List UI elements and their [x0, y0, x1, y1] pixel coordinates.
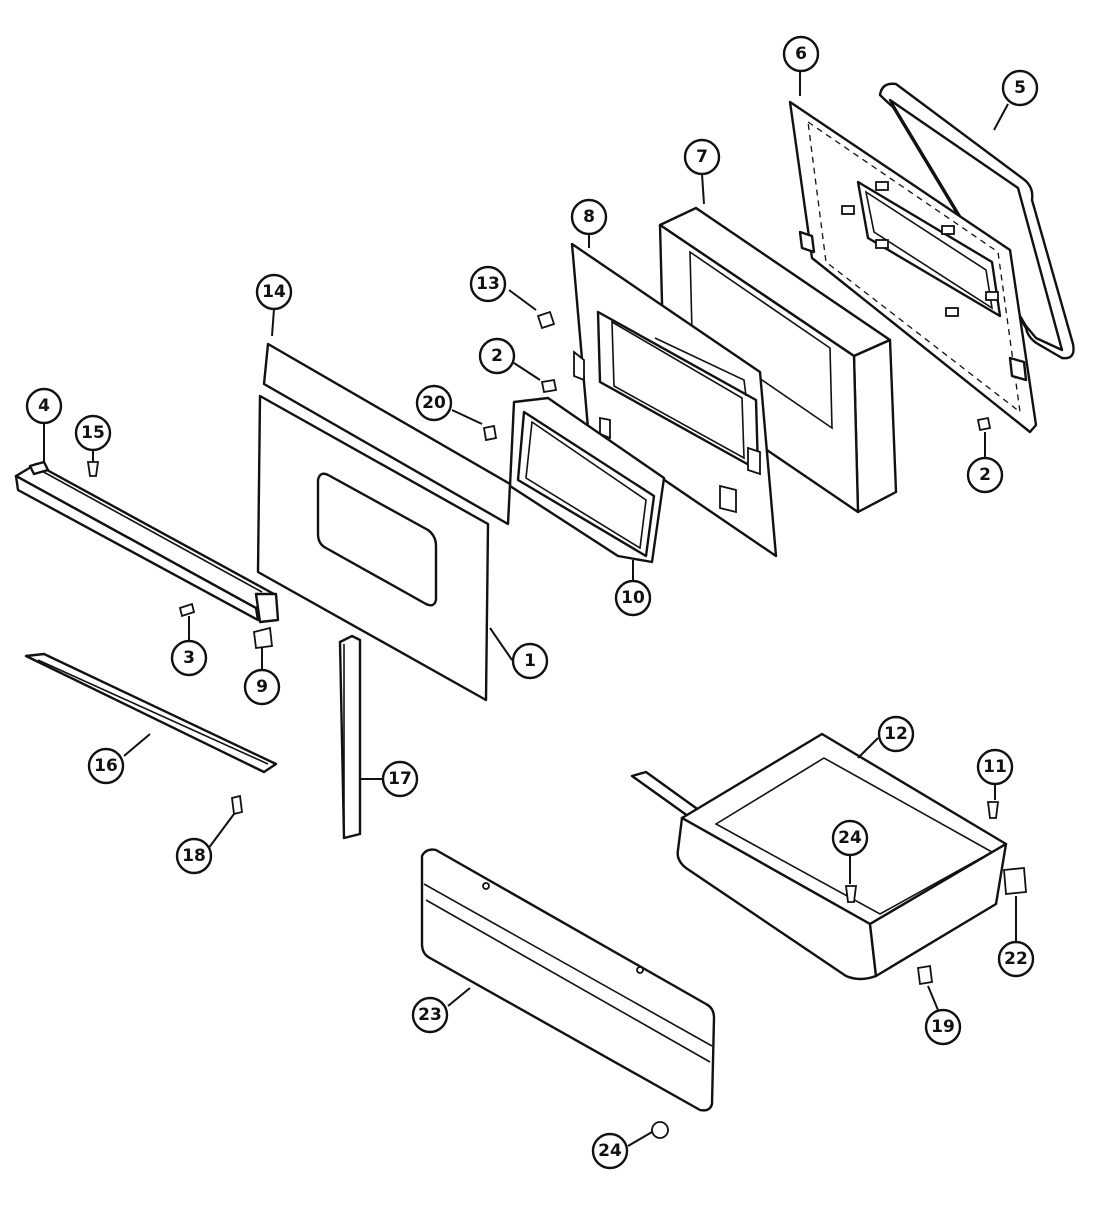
part-22-part: [1003, 867, 1027, 895]
svg-text:7: 7: [696, 147, 708, 167]
clip-20-part: [482, 424, 498, 442]
svg-text:19: 19: [931, 1017, 955, 1037]
screw-3-part: [178, 602, 196, 618]
drawer-front: [420, 848, 716, 1112]
callout-5: 5: [1001, 69, 1039, 107]
svg-text:15: 15: [81, 423, 105, 443]
callout-6: 6: [782, 35, 820, 73]
part-18-part: [231, 794, 243, 816]
svg-text:2: 2: [491, 346, 503, 366]
door-top-trim: [262, 342, 512, 526]
svg-text:6: 6: [795, 44, 807, 64]
clip-13-part: [536, 310, 556, 330]
callout-20: 20: [415, 384, 453, 422]
spacer-2-right-part: [976, 416, 992, 432]
svg-text:1: 1: [524, 651, 536, 671]
svg-text:5: 5: [1014, 78, 1026, 98]
callout-2-right: 2: [966, 456, 1004, 494]
screw-11-part: [986, 801, 1000, 819]
drawer-pan: [630, 732, 1008, 981]
door-insulation: [658, 206, 898, 514]
svg-text:9: 9: [256, 677, 268, 697]
callout-9: 9: [243, 668, 281, 706]
svg-text:24: 24: [838, 828, 862, 848]
callouts: 1 2 2 3 4 5 6 7: [25, 35, 1039, 1170]
callout-11: 11: [976, 748, 1014, 786]
callout-17: 17: [381, 760, 419, 798]
svg-text:4: 4: [38, 396, 50, 416]
callout-13: 13: [469, 265, 507, 303]
handle-bracket: [14, 460, 280, 624]
callout-22: 22: [997, 940, 1035, 978]
callout-2-left: 2: [478, 337, 516, 375]
svg-text:20: 20: [422, 393, 446, 413]
callout-1: 1: [511, 642, 549, 680]
part-19-part: [916, 964, 934, 986]
callout-19: 19: [924, 1008, 962, 1046]
clip-9-part: [253, 626, 273, 650]
inner-door-panel: [788, 100, 1038, 434]
callout-16: 16: [87, 747, 125, 785]
screw-24-upper-part: [844, 885, 858, 903]
screw-15-part: [86, 461, 100, 477]
svg-text:24: 24: [598, 1141, 622, 1161]
svg-text:13: 13: [476, 274, 500, 294]
svg-text:10: 10: [621, 588, 645, 608]
callout-10: 10: [614, 579, 652, 617]
svg-text:16: 16: [94, 756, 118, 776]
plug-24-lower-part: [651, 1121, 669, 1139]
svg-text:11: 11: [983, 757, 1007, 777]
callout-12: 12: [877, 715, 915, 753]
door-liner: [570, 242, 778, 558]
svg-text:18: 18: [182, 846, 206, 866]
callout-3: 3: [170, 639, 208, 677]
callout-15: 15: [74, 414, 112, 452]
window-frame: [508, 396, 666, 564]
callout-4: 4: [25, 387, 63, 425]
callout-14: 14: [255, 273, 293, 311]
svg-text:2: 2: [979, 465, 991, 485]
vertical-spacer: [338, 634, 362, 840]
leader-lines: [43, 70, 1017, 1147]
svg-text:22: 22: [1004, 949, 1028, 969]
callout-24-lower: 24: [591, 1132, 629, 1170]
svg-text:17: 17: [388, 769, 412, 789]
svg-text:3: 3: [183, 648, 195, 668]
callout-23: 23: [411, 996, 449, 1034]
svg-text:23: 23: [418, 1005, 442, 1025]
hardware: [86, 310, 1027, 1139]
lower-trim-bar: [24, 652, 278, 774]
spacer-2-left-part: [540, 378, 558, 394]
callout-18: 18: [175, 837, 213, 875]
svg-text:8: 8: [583, 207, 595, 227]
callout-24-upper: 24: [831, 819, 869, 857]
callout-7: 7: [683, 138, 721, 176]
outer-door-panel: [256, 394, 490, 702]
svg-text:14: 14: [262, 282, 286, 302]
callout-8: 8: [570, 198, 608, 236]
svg-text:12: 12: [884, 724, 908, 744]
